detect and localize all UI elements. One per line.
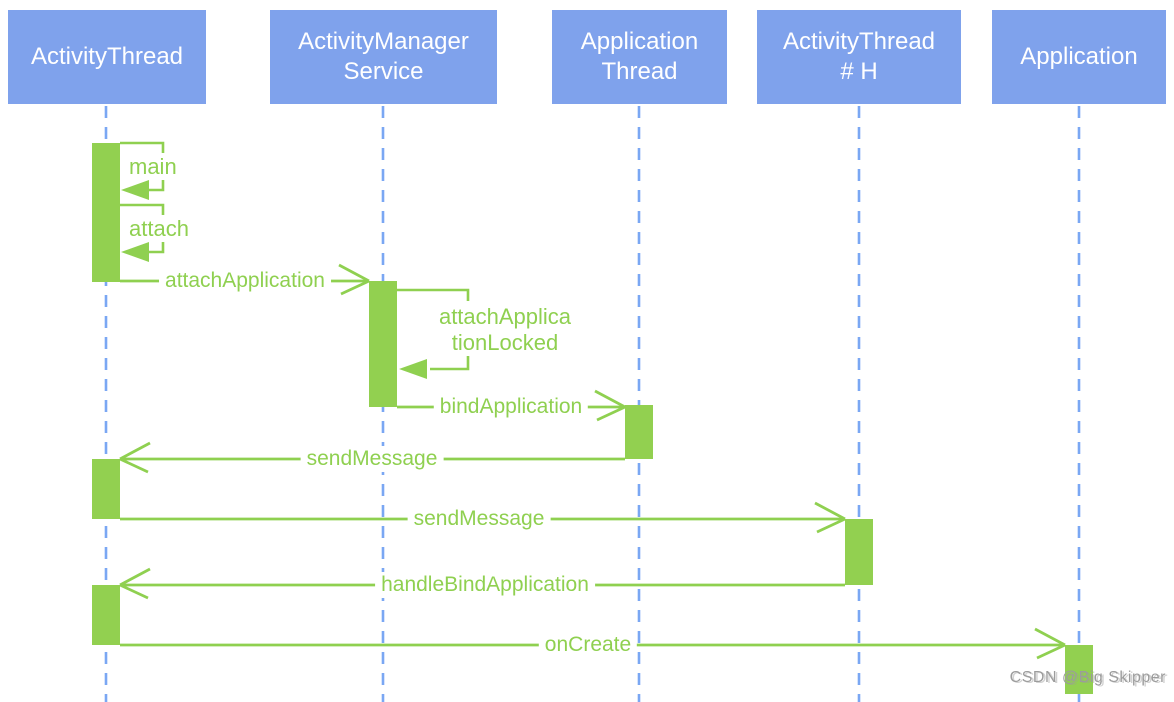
arrowhead-open xyxy=(814,501,846,534)
activation-ams xyxy=(369,281,397,407)
activation-bars xyxy=(92,143,1093,694)
actor-application: Application xyxy=(992,10,1166,104)
label-oncreate: onCreate xyxy=(538,632,638,658)
arrowhead-open xyxy=(119,567,151,600)
arrowhead-open xyxy=(1034,627,1066,660)
arrowhead-open xyxy=(338,263,370,296)
activation-activitythread-3 xyxy=(92,585,120,645)
arrowhead-open xyxy=(594,389,626,422)
activation-applicationthread xyxy=(625,405,653,459)
watermark-text: CSDN @Big Skipper xyxy=(1009,669,1166,686)
label-sendmessage-2: sendMessage xyxy=(407,506,551,532)
arrowhead-filled xyxy=(121,242,149,262)
label-attachapplication: attachApplication xyxy=(159,268,331,294)
self-call-main xyxy=(120,141,165,200)
label-handlebindapplication: handleBindApplication xyxy=(375,572,595,598)
activation-activitythread-2 xyxy=(92,459,120,519)
actor-activitymanagerservice: ActivityManager Service xyxy=(270,10,497,104)
self-call-attachapplicationlocked xyxy=(397,288,470,379)
label-bindapplication: bindApplication xyxy=(433,394,589,420)
actor-activitythread: ActivityThread xyxy=(8,10,206,104)
arrowhead-open xyxy=(119,441,151,474)
self-call-attach xyxy=(120,203,165,262)
lifelines xyxy=(104,106,1081,702)
label-attach: attach xyxy=(129,216,189,241)
label-main: main xyxy=(129,154,177,179)
actor-activitythread-h: ActivityThread # H xyxy=(757,10,961,104)
label-sendmessage-1: sendMessage xyxy=(300,446,444,472)
arrowhead-filled xyxy=(121,180,149,200)
activation-application xyxy=(1065,645,1093,694)
arrowhead-filled xyxy=(399,359,427,379)
actor-applicationthread: Application Thread xyxy=(552,10,727,104)
label-attachapplicationlocked: attachApplica tionLocked xyxy=(434,304,576,356)
activation-activitythread-1 xyxy=(92,143,120,282)
activation-activitythread-h xyxy=(845,519,873,585)
